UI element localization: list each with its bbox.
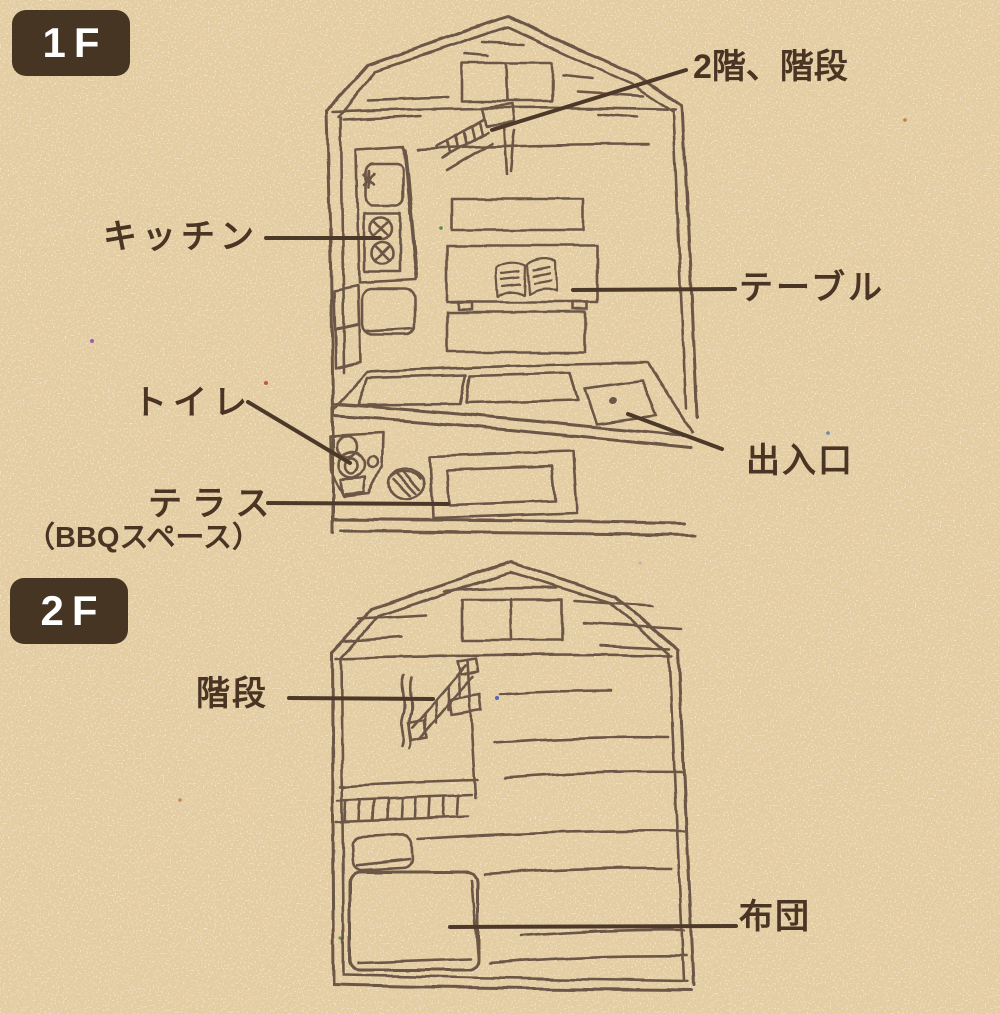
stair-railing-drawing (334, 656, 484, 824)
leader-table (571, 287, 737, 292)
label-terrace: テラス (148, 485, 280, 523)
leader-terrace (266, 501, 450, 506)
dining-table-drawing (445, 197, 599, 354)
entrance-door-mat (583, 378, 659, 426)
bbq-grill-drawing (428, 449, 579, 520)
floor1-gable-planks (342, 40, 645, 122)
stairwell-squiggle (407, 676, 414, 750)
leader-stairs-to-2f (490, 68, 688, 132)
label-kitchen: キッチン (103, 218, 259, 256)
terrace-drawing (331, 449, 697, 537)
floor2-gable-planks (340, 586, 683, 651)
open-book-drawing (494, 257, 559, 299)
floor1-drawing (325, 15, 699, 537)
floor2-drawing (330, 560, 696, 992)
label-entrance: 出入口 (746, 442, 854, 480)
label-toilet: トイレ (133, 384, 253, 422)
floor1-window (460, 61, 554, 103)
floor2-house-outline (330, 560, 696, 992)
floor1-badge: 1F (12, 10, 130, 76)
kitchen-stove (362, 211, 402, 274)
left-wall-window (332, 284, 362, 370)
label-stairs-2f: 階段 (196, 675, 268, 713)
label-stairs-to-2f: 2階、階段 (693, 48, 848, 86)
bench-bottom (445, 310, 587, 354)
leader-stairs-2f (287, 696, 435, 701)
leader-toilet (246, 400, 352, 465)
leader-entrance (626, 412, 724, 451)
toilet-drawing (328, 431, 385, 498)
entrance-mats-drawing (356, 371, 659, 426)
paper-specks (90, 118, 907, 940)
table (445, 244, 599, 304)
label-futon: 布団 (739, 898, 811, 936)
charcoal-ball-drawing (387, 467, 427, 501)
door-knob-dot (609, 396, 617, 404)
stairwell-squiggle (400, 674, 407, 748)
futon-drawing (348, 870, 480, 972)
floor2-window (460, 597, 564, 642)
pillow-drawing (350, 833, 414, 872)
floor2-badge: 2F (10, 578, 128, 644)
leader-lines (246, 68, 738, 929)
kitchen-basin (360, 287, 417, 336)
label-table: テーブル (739, 269, 885, 307)
floor2-floor-planks (416, 688, 689, 965)
kitchen-faucet (362, 169, 376, 189)
label-terrace-sub: （BBQスペース） (26, 522, 261, 554)
bench-top (450, 197, 585, 232)
kitchen-sink (364, 162, 405, 207)
leader-futon (448, 924, 738, 929)
